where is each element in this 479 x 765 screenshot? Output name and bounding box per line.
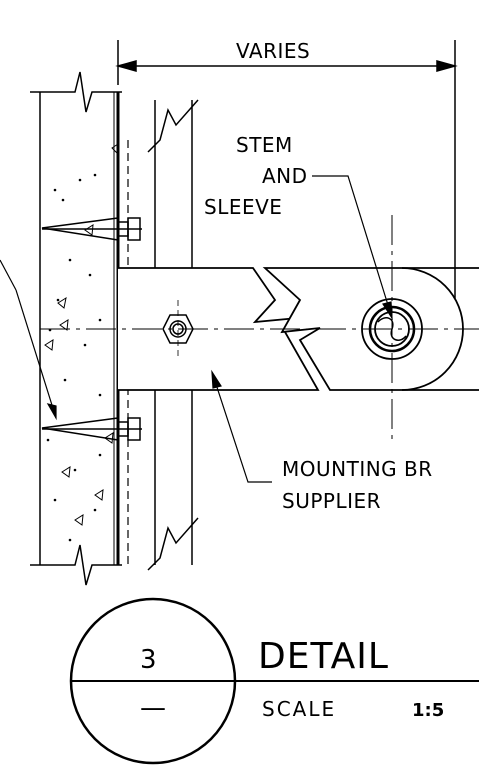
break-line-bottom [30, 544, 122, 586]
bracket-eye [361, 298, 423, 360]
dimension-varies [115, 40, 458, 310]
stem-leader [312, 175, 393, 321]
mounting-label-line2: SUPPLIER [282, 489, 381, 513]
stem-label-line1: STEM [236, 133, 293, 157]
scale-label: SCALE [262, 697, 336, 721]
stem-and-sleeve [361, 298, 423, 360]
anchor-bolt-lower [41, 417, 142, 441]
anchor-leader [0, 259, 57, 421]
dimension-label: VARIES [236, 39, 310, 63]
detail-bubble [69, 597, 479, 765]
sleeve-outer [368, 305, 416, 353]
hex-nut-outline [162, 314, 194, 344]
scale-value: 1:5 [412, 700, 444, 721]
mounting-label-line1: MOUNTING BR [282, 457, 433, 481]
anchor-nut [127, 217, 141, 241]
plate-break-bottom [147, 517, 199, 571]
stem-label-line2: AND [262, 164, 308, 188]
break-line-top [30, 71, 122, 113]
detail-title: DETAIL [258, 636, 389, 677]
sheet-reference: — [140, 693, 166, 723]
arrowhead-left [115, 60, 137, 72]
concrete-stipple [44, 143, 119, 542]
hex-nut [162, 300, 194, 358]
stem-section [377, 317, 407, 341]
detail-number: 3 [140, 645, 157, 675]
arrowhead-right [436, 60, 458, 72]
mounting-leader [211, 369, 272, 483]
stem-label-line3: SLEEVE [204, 195, 282, 219]
plate-break-top [147, 99, 199, 153]
anchor-bolt-upper [41, 217, 142, 241]
